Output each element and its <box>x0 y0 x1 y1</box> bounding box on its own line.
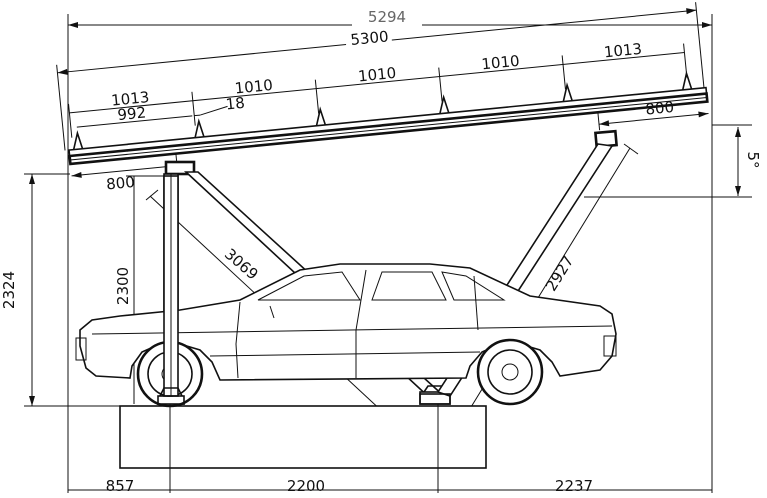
bottom-left-label: 857 <box>106 477 135 493</box>
post-height-label: 2300 <box>114 267 132 305</box>
purlin-clips <box>72 70 693 152</box>
rear-wheel <box>476 338 544 406</box>
overall-width-label: 5294 <box>368 8 406 26</box>
bay-5-label: 1013 <box>603 40 643 62</box>
rear-brace-label: 2927 <box>542 252 578 294</box>
foundation-slab <box>119 405 487 469</box>
front-brace-label: 3069 <box>221 245 262 284</box>
bottom-span-label: 2200 <box>287 477 325 493</box>
panel-length-dimension: 5300 <box>56 2 705 151</box>
bay-dimensions: 1013 1010 1010 1010 1013 992 18 <box>68 40 688 138</box>
bottom-dimensions: 857 2200 2237 <box>68 404 712 495</box>
roof-assembly: 5300 1013 1010 1010 1010 1013 992 18 <box>56 2 709 194</box>
bay-4-label: 1010 <box>481 52 521 74</box>
bay-1-label: 1013 <box>110 88 150 110</box>
overall-width-dimension: 5294 <box>67 8 713 493</box>
overhang-right-label: 800 <box>645 98 675 119</box>
bay-3-label: 1010 <box>357 64 397 86</box>
rear-foot-overlay <box>419 393 451 405</box>
tilt-angle-dimension: 5° <box>584 124 762 198</box>
overhang-left-label: 800 <box>105 173 135 194</box>
panel-inner-label: 992 <box>117 103 147 124</box>
car-illustration <box>75 263 617 408</box>
front-height-label: 2324 <box>0 271 18 309</box>
gap-label: 18 <box>225 94 246 114</box>
panel-rafter <box>68 86 709 166</box>
tilt-angle-label: 5° <box>744 151 762 168</box>
bay-2-label: 1010 <box>234 76 274 98</box>
front-post-overlay <box>157 175 185 405</box>
panel-length-label: 5300 <box>350 27 390 49</box>
bottom-right-label: 2237 <box>555 477 593 493</box>
overhang-dimensions: 800 800 <box>71 98 709 194</box>
post-height-dimension: 2300 <box>114 175 166 404</box>
